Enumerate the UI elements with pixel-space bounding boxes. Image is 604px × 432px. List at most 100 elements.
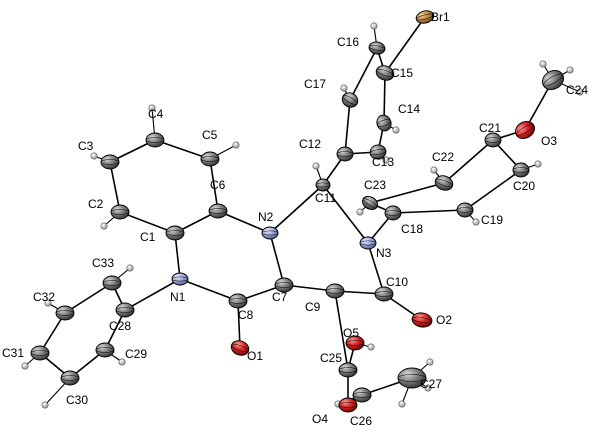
atom-label-c16: C16	[337, 35, 359, 49]
hydrogen-atom	[126, 264, 134, 272]
bond-n1-c8	[179, 278, 239, 302]
atom-label-o1: O1	[247, 349, 263, 363]
atom-label-c21: C21	[479, 121, 501, 135]
atom-c33-axis	[102, 280, 122, 286]
hydrogen-atom	[232, 141, 240, 149]
atom-label-o4: O4	[312, 412, 328, 426]
atom-c4-axis	[145, 137, 165, 143]
hydrogen-atom	[312, 162, 320, 170]
hydrogen-atom	[367, 343, 375, 351]
atom-label-c33: C33	[92, 256, 114, 270]
atom-label-n3: N3	[376, 246, 392, 260]
atom-c11	[315, 178, 331, 192]
atom-c12-axis	[336, 151, 354, 157]
atom-c14-axis	[377, 119, 391, 127]
bond-c4-c5	[154, 139, 211, 160]
atom-label-c11: C11	[315, 191, 336, 205]
hydrogen-atom	[21, 362, 29, 370]
atom-c20	[512, 162, 530, 178]
atom-label-c13: C13	[372, 155, 394, 169]
atom-label-c32: C32	[33, 290, 55, 304]
hydrogen-atom	[356, 208, 364, 216]
atom-c28-axis	[115, 307, 135, 313]
hydrogen-atom	[424, 384, 432, 392]
hydrogen-atom	[539, 60, 547, 68]
bond-c8-o1	[237, 300, 241, 349]
atom-label-c5: C5	[202, 128, 218, 142]
atom-c8-axis	[228, 298, 248, 304]
bond-c16-c17	[349, 47, 378, 101]
atom-label-c25: C25	[320, 351, 342, 365]
atom-c5	[200, 151, 220, 167]
atom-c4	[145, 132, 165, 148]
atom-label-c14: C14	[398, 102, 420, 116]
atom-label-n2: N2	[258, 210, 274, 224]
atom-c30	[60, 370, 80, 386]
atom-c31-axis	[30, 350, 50, 356]
atom-label-c27: C27	[420, 377, 442, 391]
atom-c28	[115, 302, 135, 318]
hydrogen-atom	[430, 166, 438, 174]
atom-label-c12: C12	[299, 137, 321, 151]
atom-label-c3: C3	[78, 139, 94, 153]
atom-label-c1: C1	[140, 230, 156, 244]
atom-n3-axis	[359, 240, 377, 246]
hydrogen-atom	[472, 218, 480, 226]
atom-n2	[261, 226, 279, 240]
atom-c9-axis	[325, 288, 345, 294]
atom-label-c10: C10	[386, 275, 408, 289]
atom-c19	[456, 202, 474, 218]
bond-c1-c2	[119, 211, 176, 234]
atom-c23-axis	[362, 198, 378, 208]
hydrogen-atom	[534, 160, 542, 168]
hydrogen-atom	[118, 358, 126, 366]
atom-br1-axis	[416, 13, 434, 21]
atom-c5-axis	[200, 156, 220, 162]
atom-c7-axis	[274, 282, 294, 288]
atom-c3	[100, 154, 120, 170]
atom-label-o3: O3	[541, 134, 557, 148]
atom-c27-axis	[397, 374, 427, 382]
bond-n1-c28	[124, 278, 181, 311]
atom-c3-axis	[100, 159, 120, 165]
atom-c18	[384, 205, 402, 221]
atom-label-c7: C7	[272, 290, 288, 304]
atom-c24-axis	[543, 73, 563, 87]
atom-c30-axis	[60, 375, 80, 381]
atom-c25	[338, 362, 358, 378]
atom-c22-axis	[435, 178, 453, 188]
atom-c9	[325, 283, 345, 299]
bond-c22-c21	[443, 139, 494, 184]
atom-n1	[171, 272, 189, 286]
atom-c10-axis	[374, 291, 394, 297]
hydrogen-atom	[398, 400, 406, 408]
atom-c11-axis	[315, 182, 331, 188]
atom-c33	[102, 275, 122, 291]
atom-c2-axis	[110, 209, 130, 215]
hydrogen-atom	[426, 358, 434, 366]
atom-c6	[208, 203, 228, 219]
atom-label-c6: C6	[210, 178, 226, 192]
atom-c25-axis	[338, 367, 358, 373]
bond-c10-n3	[367, 242, 385, 295]
atom-label-c9: C9	[305, 300, 321, 314]
atom-c12	[336, 146, 354, 162]
atom-label-c26: C26	[350, 414, 372, 428]
atom-label-c23: C23	[364, 178, 386, 192]
atom-o4	[338, 397, 358, 413]
hydrogen-atom	[576, 88, 584, 96]
bond-c17-c12	[344, 99, 351, 155]
atom-c1-axis	[165, 230, 185, 236]
hydrogen-atom	[100, 222, 108, 230]
bond-c2-c3	[109, 161, 121, 213]
hydrogen-atom	[44, 299, 52, 307]
atom-label-br1: Br1	[431, 10, 450, 24]
atom-label-c20: C20	[513, 179, 535, 193]
atom-label-o5: O5	[343, 326, 359, 340]
atom-o2-axis	[411, 316, 433, 324]
atom-c32	[55, 305, 75, 321]
atom-o4-axis	[338, 402, 358, 408]
bond-c14-c15	[383, 72, 386, 124]
